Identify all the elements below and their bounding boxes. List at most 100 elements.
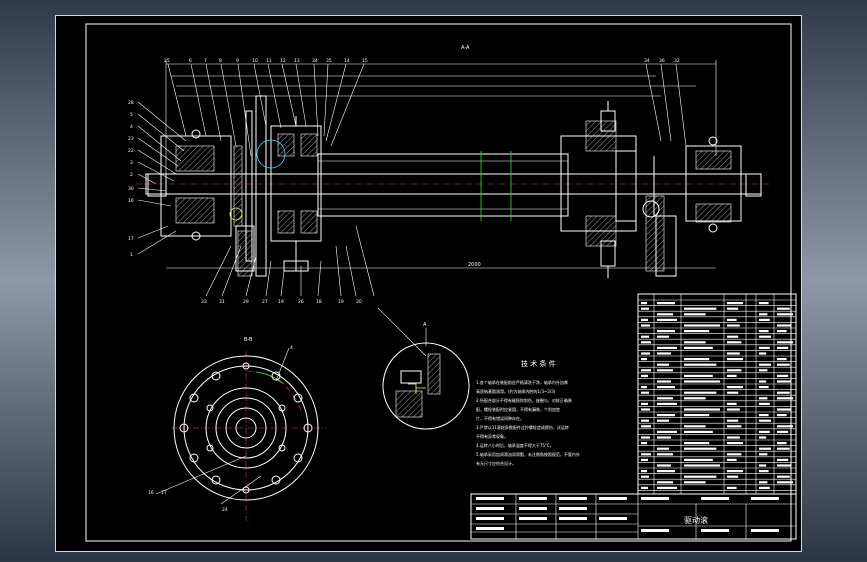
bom-illegible-text	[684, 358, 710, 361]
bom-illegible-text	[641, 442, 647, 445]
bom-illegible-text	[777, 430, 789, 433]
svg-text:4: 4	[290, 345, 293, 351]
svg-text:33: 33	[201, 299, 207, 305]
bom-illegible-text	[657, 470, 675, 473]
svg-text:6: 6	[189, 58, 192, 64]
svg-text:配，螺栓装配时应紧固，不得有漏装，个别加垫: 配，螺栓装配时应紧固，不得有漏装，个别加垫	[476, 406, 560, 412]
svg-text:15: 15	[362, 58, 368, 64]
svg-text:9: 9	[236, 58, 239, 64]
bom-illegible-text	[777, 464, 792, 467]
bom-illegible-text	[684, 458, 713, 461]
bom-illegible-text	[641, 318, 648, 321]
bom-illegible-text	[641, 425, 651, 428]
title-block-illegible-text	[559, 517, 587, 520]
bom-illegible-text	[657, 302, 675, 305]
svg-text:2.所配合部分不得有碰损和划伤，座圈与、对轮正确装: 2.所配合部分不得有碰损和划伤，座圈与、对轮正确装	[476, 397, 572, 403]
title-block-illegible-text	[476, 527, 504, 530]
bom-illegible-text	[759, 453, 768, 456]
title-block-illegible-text	[476, 497, 504, 500]
svg-text:8: 8	[219, 58, 222, 64]
bom-illegible-text	[727, 318, 737, 321]
bom-illegible-text	[684, 464, 720, 467]
bom-illegible-text	[777, 374, 789, 377]
svg-text:35: 35	[326, 58, 332, 64]
bom-illegible-text	[759, 481, 768, 484]
bom-illegible-text	[727, 302, 743, 305]
tech-title: 技 术 条 件	[521, 359, 556, 368]
bom-illegible-text	[684, 397, 706, 400]
bom-illegible-text	[684, 442, 710, 445]
bom-illegible-text	[657, 363, 669, 366]
svg-text:3.严禁以11滚轮条数配件过拧螺栓造成擦伤，试运转: 3.严禁以11滚轮条数配件过拧螺栓造成擦伤，试运转	[476, 424, 569, 430]
bom-illegible-text	[759, 430, 770, 433]
title-block-illegible-text	[599, 497, 627, 500]
bom-illegible-text	[777, 358, 787, 361]
svg-text:23: 23	[128, 136, 134, 142]
svg-text:32: 32	[674, 58, 680, 64]
bom-illegible-text	[641, 419, 649, 422]
bom-illegible-text	[641, 352, 650, 355]
bom-illegible-text	[777, 313, 793, 316]
title-block-illegible-text	[519, 507, 547, 510]
bom-illegible-text	[777, 408, 792, 411]
bom-illegible-text	[641, 458, 648, 461]
bom-illegible-text	[727, 425, 742, 428]
bom-illegible-text	[641, 453, 651, 456]
bom-illegible-text	[657, 330, 675, 333]
svg-text:27: 27	[262, 299, 268, 305]
flange-bolt-holes	[179, 362, 313, 494]
bom-illegible-text	[684, 414, 710, 417]
svg-text:29: 29	[243, 299, 249, 305]
bom-illegible-text	[777, 341, 793, 344]
title-block-illegible-text	[559, 497, 587, 500]
svg-text:4.运转八小时后，轴承温度不得大于75°C。: 4.运转八小时后，轴承温度不得大于75°C。	[476, 442, 554, 448]
parts-list	[637, 293, 797, 495]
bom-illegible-text	[777, 307, 790, 310]
bom-illegible-text	[641, 436, 650, 439]
drawing-frame	[85, 23, 792, 542]
title-block-illegible-text	[701, 529, 729, 532]
bom-illegible-text	[727, 408, 740, 411]
bom-illegible-text	[727, 374, 737, 377]
bom-illegible-text	[759, 352, 767, 355]
technical-requirements: 技 术 条 件 1.各个轴承在装配前应严格清洗干净，轴承内外加厚 高质钠基脂润滑…	[476, 359, 580, 466]
bom-illegible-text	[684, 346, 713, 349]
svg-text:5: 5	[130, 112, 133, 118]
bom-illegible-text	[684, 313, 706, 316]
bom-illegible-text	[727, 402, 737, 405]
bom-illegible-text	[759, 414, 769, 417]
bom-illegible-text	[641, 324, 650, 327]
leader-numbers-left: 28 5 4 23 22 3 2 30 16 17 1	[128, 100, 134, 258]
svg-text:36: 36	[659, 58, 665, 64]
leaders-top	[167, 63, 687, 157]
bom-illegible-text	[684, 408, 720, 411]
bom-illegible-text	[657, 414, 675, 417]
bom-illegible-text	[727, 352, 740, 355]
bom-illegible-text	[777, 475, 790, 478]
svg-text:31: 31	[219, 299, 225, 305]
bom-illegible-text	[657, 352, 671, 355]
bom-illegible-text	[777, 397, 793, 400]
svg-text:17: 17	[128, 236, 134, 242]
bom-illegible-text	[657, 318, 677, 321]
svg-text:高质钠基脂润滑。(约为轴承内腔的1/3~2/3): 高质钠基脂润滑。(约为轴承内腔的1/3~2/3)	[476, 388, 556, 394]
bom-illegible-text	[727, 341, 742, 344]
bom-illegible-text	[657, 481, 673, 484]
bom-illegible-text	[727, 442, 743, 445]
bom-illegible-text	[727, 386, 743, 389]
svg-text:1: 1	[130, 252, 133, 258]
bom-illegible-text	[684, 324, 720, 327]
bom-illegible-text	[684, 430, 713, 433]
svg-text:18: 18	[316, 299, 322, 305]
svg-text:34: 34	[644, 58, 650, 64]
bom-illegible-text	[641, 391, 649, 394]
svg-text:17: 17	[161, 490, 167, 496]
bom-illegible-text	[777, 425, 793, 428]
bom-illegible-text	[684, 307, 717, 310]
svg-text:3: 3	[130, 160, 133, 166]
svg-text:1.各个轴承在装配前应严格清洗干净，轴承内外加厚: 1.各个轴承在装配前应严格清洗干净，轴承内外加厚	[476, 379, 568, 385]
title-block: 驱动滚	[470, 493, 797, 540]
bom-illegible-text	[759, 302, 769, 305]
svg-text:7: 7	[204, 58, 207, 64]
